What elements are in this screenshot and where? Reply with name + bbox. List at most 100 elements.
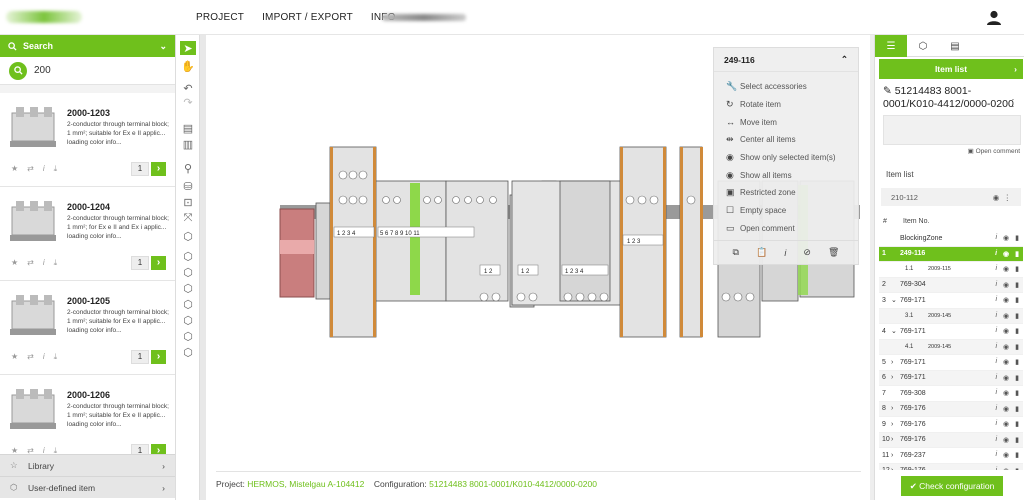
expand-icon[interactable]: › <box>891 358 894 366</box>
info-icon[interactable]: i <box>995 451 998 459</box>
pointer-tool-icon[interactable]: ➤ <box>180 41 196 55</box>
download-icon[interactable]: ⤓ <box>53 446 58 454</box>
info-icon[interactable]: i <box>995 373 998 381</box>
brand-logo[interactable] <box>6 11 82 23</box>
check-configuration-button[interactable]: ✔ Check configuration <box>901 476 1003 496</box>
info-icon[interactable]: i <box>995 467 997 470</box>
add-button[interactable]: › <box>151 350 166 364</box>
info-icon[interactable]: i <box>995 280 998 288</box>
cube-icon[interactable]: ⬡ <box>183 330 193 343</box>
nav-import-export[interactable]: IMPORT / EXPORT <box>262 12 353 23</box>
expand-icon[interactable]: › <box>891 436 894 444</box>
search-button[interactable] <box>9 61 27 80</box>
eye-icon[interactable]: ◉ <box>1003 421 1010 429</box>
expand-icon[interactable]: ⤧ <box>183 211 193 224</box>
nav-project[interactable]: PROJECT <box>196 12 245 23</box>
result-card[interactable]: 2000-1203 2-conductor through terminal b… <box>0 93 175 187</box>
expand-icon[interactable]: › <box>891 451 894 459</box>
eye-icon[interactable]: ◉ <box>1003 235 1010 243</box>
menu-show-selected[interactable]: ◉Show only selected item(s) <box>726 152 836 163</box>
info-icon[interactable]: i <box>995 327 998 335</box>
compare-icon[interactable]: ⇄ <box>27 446 34 454</box>
expand-icon[interactable]: › <box>891 467 900 470</box>
tab-document[interactable]: ▤ <box>939 35 971 57</box>
cylinder-icon[interactable]: ⛁ <box>183 180 193 193</box>
right-resize-handle[interactable] <box>870 35 874 500</box>
info-icon[interactable]: i <box>995 265 998 273</box>
add-button[interactable]: › <box>151 444 166 454</box>
eye-icon[interactable]: ◉ <box>1003 467 1009 470</box>
delete-icon[interactable]: ▮ <box>1015 328 1019 336</box>
info-icon[interactable]: i <box>995 358 998 366</box>
info-icon[interactable]: i <box>995 311 998 319</box>
compare-icon[interactable]: ⇄ <box>27 164 34 173</box>
quantity-input[interactable]: 1 <box>131 162 149 176</box>
info-icon[interactable]: i <box>995 420 998 428</box>
info-icon[interactable]: i <box>995 234 998 242</box>
panel-resize-handle[interactable] <box>200 35 206 500</box>
cube-icon[interactable]: ⬡ <box>183 282 193 295</box>
frame-icon[interactable]: ⊡ <box>183 196 193 209</box>
user-icon[interactable] <box>985 9 1003 27</box>
search-input[interactable] <box>34 65 154 76</box>
menu-open-comment[interactable]: ▭Open comment <box>726 222 795 233</box>
cube-icon[interactable]: ⬡ <box>183 230 193 243</box>
part-number[interactable]: 2000-1205 <box>67 296 111 306</box>
delete-icon[interactable]: ▮ <box>1015 250 1019 258</box>
eye-icon[interactable]: ◉ <box>1003 266 1010 274</box>
undo-icon[interactable]: ↶ <box>183 82 193 95</box>
open-comment-link[interactable]: ▣ Open comment <box>967 148 1020 155</box>
delete-icon[interactable]: ▮ <box>1015 390 1019 398</box>
user-defined-nav[interactable]: ⬡ User-defined item › <box>0 476 175 498</box>
delete-icon[interactable]: ▮ <box>1015 266 1019 274</box>
chevron-up-icon[interactable]: ⌃ <box>840 54 848 64</box>
item-list-header[interactable]: Item list › <box>879 59 1023 79</box>
delete-icon[interactable]: ▮ <box>1015 281 1019 289</box>
eye-icon[interactable]: ◉ <box>1003 250 1010 258</box>
cube-icon[interactable]: ⬡ <box>183 298 193 311</box>
quantity-input[interactable]: 1 <box>131 256 149 270</box>
expand-icon[interactable]: › <box>891 420 894 428</box>
delete-icon[interactable]: ▮ <box>1015 405 1019 413</box>
tab-3d[interactable]: ⬡ <box>907 35 939 57</box>
info-icon[interactable]: i <box>995 296 998 304</box>
info-icon[interactable]: i <box>995 342 998 350</box>
expand-icon[interactable]: › <box>891 405 894 413</box>
hide-icon[interactable]: ⊘ <box>803 247 811 257</box>
delete-icon[interactable]: ▮ <box>1015 467 1019 470</box>
compare-icon[interactable]: ⇄ <box>27 352 34 361</box>
info-icon[interactable]: i <box>42 258 45 267</box>
expand-icon[interactable]: › <box>891 374 894 382</box>
redo-icon[interactable]: ↷ <box>183 96 193 109</box>
star-icon[interactable]: ★ <box>11 258 19 267</box>
delete-icon[interactable]: ▮ <box>1015 235 1019 243</box>
delete-icon[interactable]: ▮ <box>1015 374 1019 382</box>
project-link[interactable]: HERMOS, Mistelgau A-104412 <box>247 479 365 489</box>
delete-icon[interactable]: ▮ <box>1015 436 1019 444</box>
eye-icon[interactable]: ◉ <box>1003 312 1010 320</box>
expand-icon[interactable]: ⌄ <box>891 297 897 305</box>
eye-icon[interactable]: ◉ <box>1003 436 1010 444</box>
configuration-title[interactable]: ✎ 51214483 8001-0001/K010-4412/0000-0200 <box>883 85 1014 110</box>
menu-restricted-zone[interactable]: ▣Restricted zone <box>726 187 796 198</box>
eye-icon[interactable]: ◉ <box>1003 343 1010 351</box>
eye-icon[interactable]: ◉ <box>1003 328 1010 336</box>
cube-icon[interactable]: ⬡ <box>183 266 193 279</box>
download-icon[interactable]: ⤓ <box>53 164 58 173</box>
delete-icon[interactable]: ▮ <box>1015 421 1019 429</box>
delete-icon[interactable]: ▮ <box>1015 452 1019 460</box>
result-card[interactable]: 2000-1205 2-conductor through terminal b… <box>0 281 175 375</box>
more-options-icon[interactable]: ⋮ <box>1008 98 1018 109</box>
